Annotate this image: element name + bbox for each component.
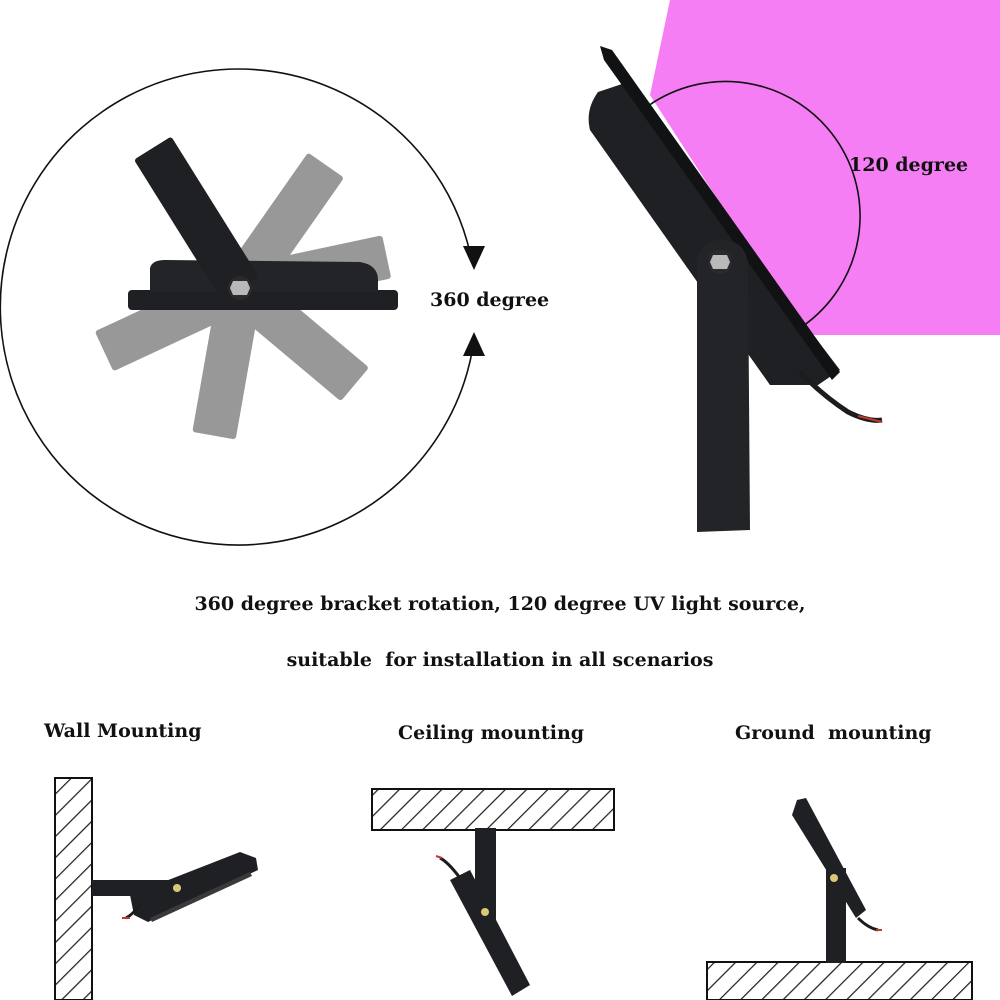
arrow-head-up-icon — [463, 246, 485, 270]
bracket-rotation-label: 360 degree — [430, 289, 550, 311]
bracket-current — [135, 137, 258, 299]
wall-fixture — [130, 852, 258, 922]
floodlight-body-flat — [128, 260, 398, 310]
fixture-bracket-vertical — [697, 240, 750, 532]
ground-cable — [856, 916, 879, 932]
ceiling-cable — [439, 856, 462, 879]
ground-surface-hatched — [706, 961, 973, 1000]
arrow-head-down-icon — [463, 332, 485, 356]
ceiling-mounting-diagram — [371, 788, 615, 996]
ceiling-mounting-title: Ceiling mounting — [398, 722, 585, 744]
wall-bolt-icon — [173, 884, 181, 892]
ghost-bracket-4 — [192, 284, 262, 440]
fixture-bezel — [600, 46, 840, 380]
uv-beam-area — [650, 0, 1000, 335]
rotation-circle — [0, 68, 475, 546]
wall-surface-hatched — [54, 777, 93, 1000]
rotation-diagram-360 — [0, 68, 485, 546]
bracket-bolt-icon — [708, 250, 732, 274]
wall-mounting-diagram — [54, 777, 258, 1000]
ceiling-bolt-icon — [481, 908, 489, 916]
ground-bolt-icon — [830, 874, 838, 882]
ceiling-fixture — [450, 870, 530, 996]
pivot-bolt-icon — [228, 276, 252, 300]
ground-fixture — [792, 798, 866, 918]
fixture-housing-side — [588, 84, 840, 385]
ceiling-surface-hatched — [371, 788, 615, 831]
wall-mounting-title: Wall Mounting — [44, 720, 202, 742]
beam-angle-label: 120 degree — [849, 154, 969, 176]
ground-mounting-diagram — [706, 798, 973, 1000]
caption-line-1: 360 degree bracket rotation, 120 degree … — [194, 593, 806, 615]
caption-line-2: suitable for installation in all scenari… — [286, 649, 714, 671]
beam-angle-diagram-120 — [588, 0, 1000, 532]
ground-mounting-title: Ground mounting — [735, 722, 932, 744]
beam-arc — [647, 80, 861, 327]
